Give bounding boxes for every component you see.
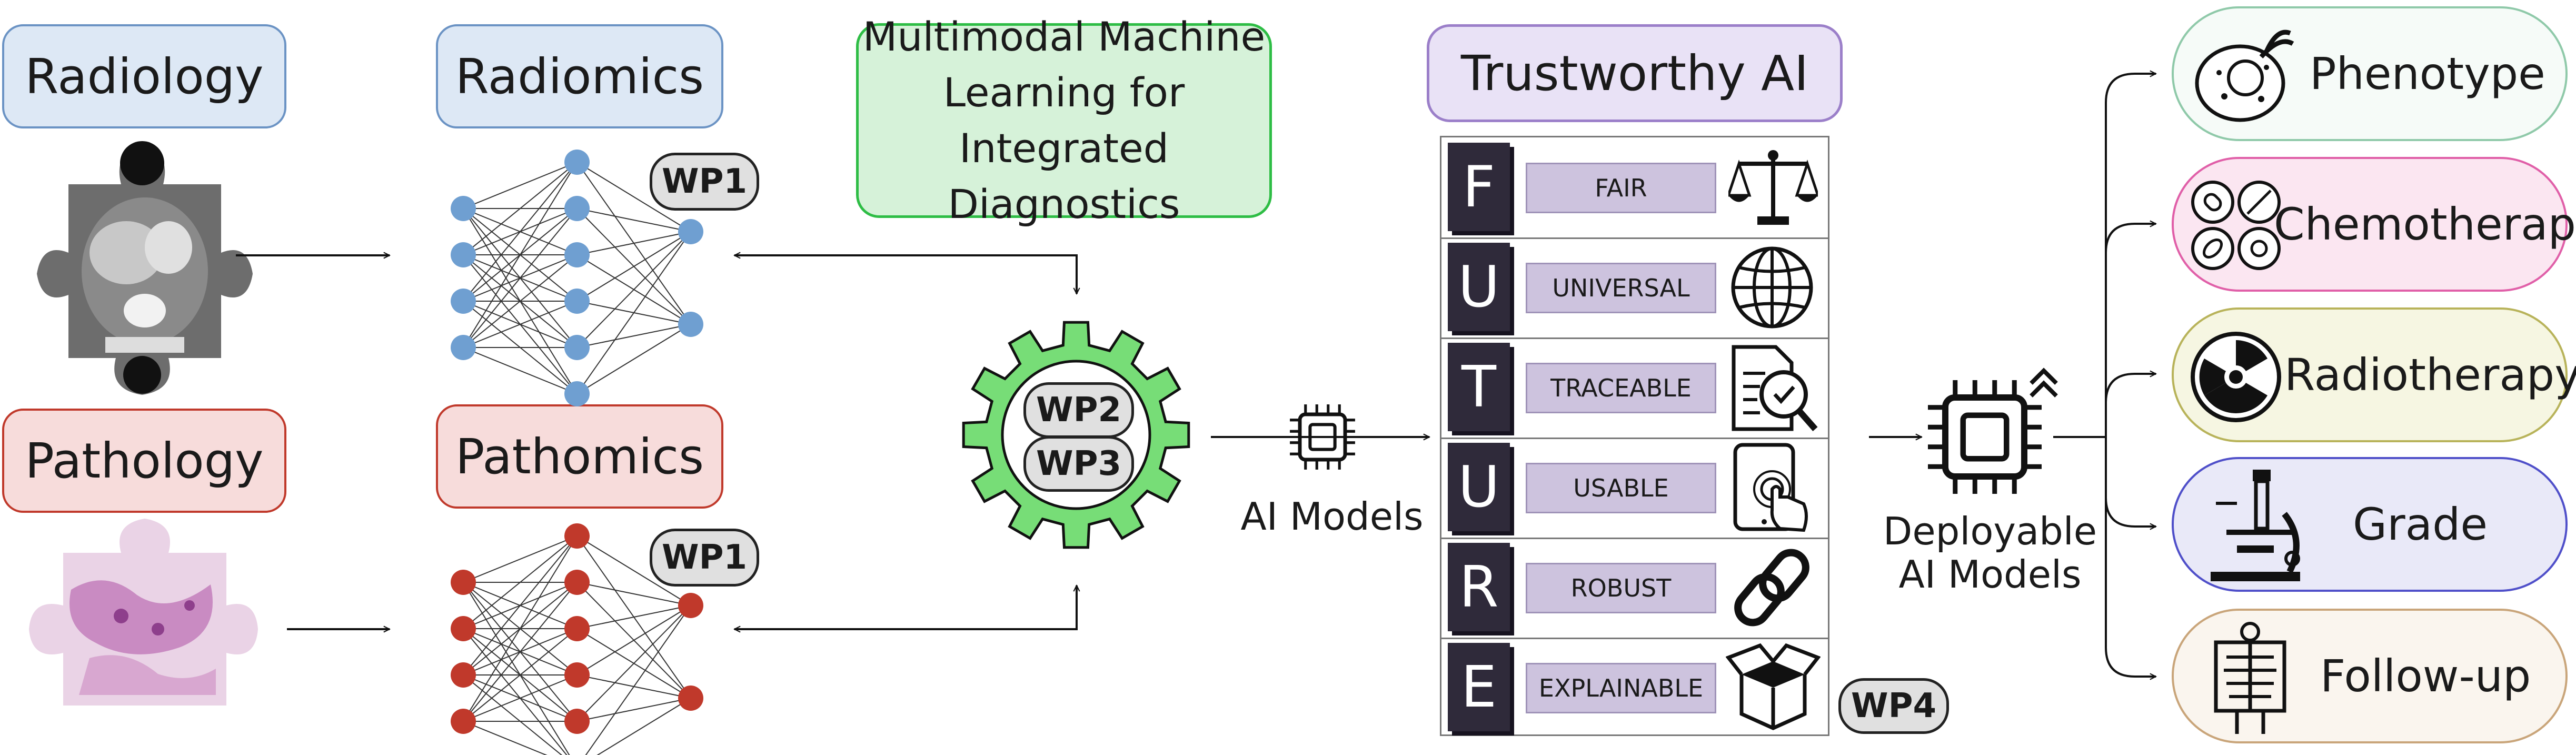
network-node	[451, 709, 476, 734]
network-node	[678, 686, 703, 711]
network-node	[678, 593, 703, 618]
future-label: USABLE	[1526, 463, 1716, 513]
network-node	[451, 616, 476, 641]
network-node	[678, 219, 703, 244]
tablet-touch-icon	[1733, 443, 1808, 532]
future-letter: E	[1448, 643, 1510, 731]
wp2-badge: WP2	[1023, 382, 1134, 438]
output-label: Radiotherapy	[2284, 349, 2576, 401]
future-row-universal: U UNIVERSAL	[1441, 237, 1828, 339]
pathology-label: Pathology	[2, 409, 286, 513]
output-chemotherapy: Chemotherapy	[2172, 157, 2576, 292]
future-letter: F	[1448, 143, 1510, 231]
network-node	[451, 196, 476, 221]
pathomics-label: Pathomics	[436, 404, 723, 509]
output-label: Grade	[2353, 499, 2488, 550]
network-node	[451, 289, 476, 314]
xray-icon	[2214, 622, 2286, 734]
wp1-pathomics-badge: WP1	[650, 529, 759, 587]
future-letter: U	[1448, 243, 1510, 331]
future-table: F FAIR U UNIVERSAL T TRACEABLE	[1440, 136, 1829, 736]
document-search-icon	[1732, 345, 1818, 431]
network-node	[564, 150, 590, 175]
microscope-icon	[2211, 470, 2300, 581]
pathomics-neural-network	[451, 523, 703, 755]
trustworthy-ai-label: Trustworthy AI	[1427, 24, 1843, 122]
network-node	[564, 289, 590, 314]
network-node	[451, 662, 476, 688]
pills-icon	[2191, 181, 2281, 270]
multimodal-line-2: Learning for	[943, 69, 1185, 116]
output-radiotherapy: Radiotherapy	[2172, 307, 2576, 442]
upgrade-chevron-icon	[2030, 367, 2058, 398]
future-row-explainable: E EXPLAINABLE	[1441, 638, 1828, 738]
histology-slide-image	[29, 519, 258, 706]
deployable-chip-icon	[1928, 380, 2042, 494]
deployable-line-2: AI Models	[1898, 552, 2082, 597]
multimodal-line-3: Integrated Diagnostics	[948, 125, 1180, 227]
deployable-caption: Deployable AI Models	[1874, 510, 2106, 596]
network-node	[451, 335, 476, 360]
radiation-icon	[2191, 332, 2281, 422]
future-row-traceable: T TRACEABLE	[1441, 337, 1828, 439]
network-node	[564, 662, 590, 688]
wp4-badge: WP4	[1838, 678, 1949, 734]
open-box-icon	[1726, 643, 1821, 730]
ct-scan-image	[37, 141, 253, 395]
network-node	[564, 196, 590, 221]
output-label: Phenotype	[2310, 48, 2545, 100]
wp1-radiomics-badge: WP1	[650, 153, 759, 211]
output-phenotype: Phenotype	[2172, 6, 2568, 141]
future-label: UNIVERSAL	[1526, 263, 1716, 313]
network-node	[564, 381, 590, 406]
wp3-badge: WP3	[1023, 436, 1134, 492]
network-node	[678, 312, 703, 337]
network-node	[564, 242, 590, 267]
future-letter: R	[1448, 543, 1510, 631]
balance-scale-icon	[1728, 150, 1818, 225]
future-letter: U	[1448, 443, 1510, 531]
cell-icon	[2195, 29, 2294, 122]
radiology-label: Radiology	[2, 24, 286, 128]
output-label: Chemotherapy	[2274, 198, 2576, 250]
chain-link-icon	[1734, 549, 1809, 627]
network-node	[451, 570, 476, 595]
future-row-fair: F FAIR	[1441, 137, 1828, 239]
future-label: TRACEABLE	[1526, 363, 1716, 413]
ai-models-caption: AI Models	[1240, 494, 1424, 539]
pathomics-gear-arrow	[734, 585, 1077, 629]
network-node	[564, 335, 590, 360]
output-branches	[2053, 74, 2156, 677]
radiomics-gear-arrow	[734, 255, 1077, 294]
radiomics-label: Radiomics	[436, 24, 723, 128]
future-label: EXPLAINABLE	[1526, 663, 1716, 713]
future-label: FAIR	[1526, 163, 1716, 213]
future-letter: T	[1448, 343, 1510, 431]
multimodal-line-1: Multimodal Machine	[862, 13, 1266, 60]
network-node	[564, 570, 590, 595]
network-node	[564, 709, 590, 734]
network-node	[564, 616, 590, 641]
output-label: Follow-up	[2320, 650, 2531, 702]
network-node	[451, 242, 476, 267]
globe-icon	[1731, 246, 1813, 329]
output-follow-up: Follow-up	[2172, 609, 2568, 743]
future-label: ROBUST	[1526, 563, 1716, 613]
future-row-usable: U USABLE	[1441, 438, 1828, 539]
deployable-line-1: Deployable	[1883, 509, 2097, 553]
multimodal-label: Multimodal Machine Learning for Integrat…	[856, 13, 1272, 227]
output-grade: Grade	[2172, 457, 2568, 592]
future-row-robust: R ROBUST	[1441, 538, 1828, 639]
network-node	[564, 523, 590, 549]
radiomics-neural-network	[451, 150, 703, 406]
